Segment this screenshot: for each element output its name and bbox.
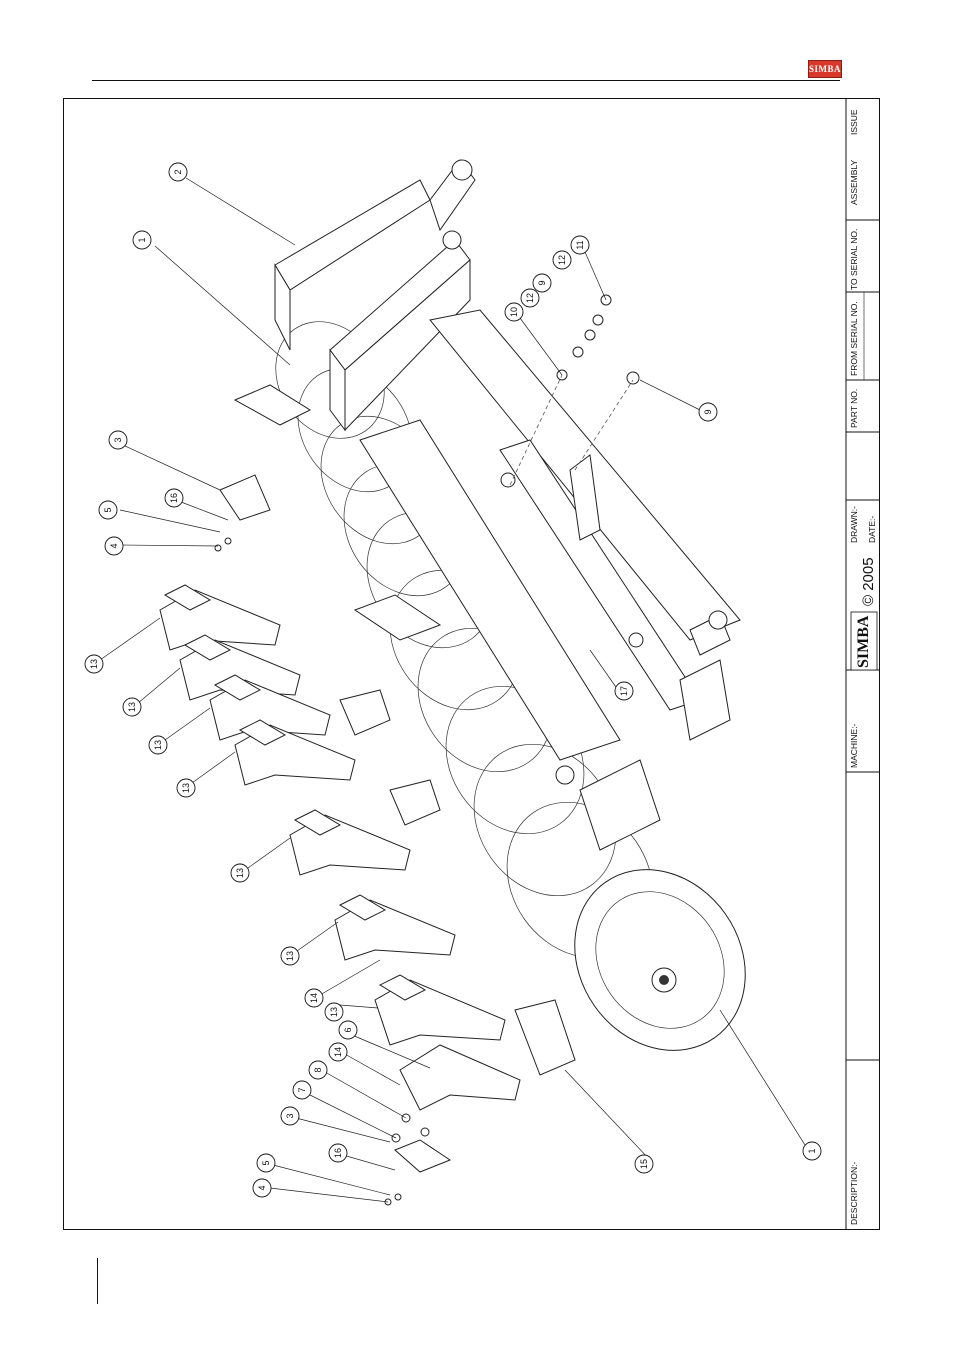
drawn-label: DRAWN:- — [849, 506, 859, 543]
machine-label: MACHINE:- — [849, 723, 859, 768]
callout-number: 4 — [109, 543, 119, 548]
callout-number: 8 — [313, 1067, 323, 1072]
leg-assembly — [160, 585, 280, 650]
header-rule — [92, 80, 840, 81]
assembly-label: ASSEMBLY — [849, 159, 859, 205]
callout-number: 16 — [333, 1148, 343, 1158]
part-no-label: PART NO. — [849, 389, 859, 428]
callout-number: 1 — [807, 1148, 817, 1153]
callout-number: 12 — [525, 293, 535, 303]
callout-number: 12 — [557, 255, 567, 265]
logo-text: SIMBA — [809, 64, 841, 74]
issue-label: ISSUE — [849, 109, 859, 135]
callout-number: 13 — [153, 740, 163, 750]
leg-assembly — [335, 895, 455, 960]
callout-number: 4 — [257, 1185, 267, 1190]
callout-number: 9 — [537, 280, 547, 285]
to-serial-label: TO SERIAL NO. — [849, 229, 859, 290]
callout-number: 14 — [309, 993, 319, 1003]
end-disc — [540, 836, 780, 1083]
callout-number: 13 — [285, 951, 295, 961]
callout-number: 13 — [235, 868, 245, 878]
title-block-logo: SIMBA — [855, 615, 872, 668]
callout-number: 3 — [285, 1113, 295, 1118]
callout-number: 15 — [639, 1159, 649, 1169]
tine-legs — [160, 385, 575, 1172]
callout-number: 14 — [333, 1047, 343, 1057]
description-label: DESCRIPTION:- — [849, 1162, 859, 1225]
title-block: ISSUE ASSEMBLY TO SERIAL NO. FROM SERIAL… — [846, 99, 879, 1229]
callout-number: 9 — [703, 409, 713, 414]
callout-number: 6 — [343, 1027, 353, 1032]
simba-logo: SIMBA — [808, 60, 842, 78]
leg-assembly — [290, 810, 410, 875]
callout-number: 5 — [261, 1160, 271, 1165]
callout-number: 13 — [89, 659, 99, 669]
callout-number: 7 — [297, 1087, 307, 1092]
callout-number: 10 — [509, 307, 519, 317]
callout-number: 17 — [619, 686, 629, 696]
callout-number: 5 — [103, 507, 113, 512]
footer-rule — [97, 1258, 98, 1304]
callout-number: 13 — [127, 702, 137, 712]
callout-number: 2 — [173, 169, 183, 174]
exploded-parts-diagram: ISSUE ASSEMBLY TO SERIAL NO. FROM SERIAL… — [64, 99, 879, 1229]
end-leg-assembly — [395, 1045, 520, 1172]
callout-number: 3 — [113, 437, 123, 442]
copyright-text: © 2005 — [860, 557, 877, 606]
leg-assembly — [375, 975, 505, 1045]
callout-number: 1 — [137, 237, 147, 242]
callout-number: 13 — [329, 1007, 339, 1017]
date-label: DATE:- — [867, 516, 877, 543]
callout-number: 13 — [181, 783, 191, 793]
callout-number: 16 — [169, 493, 179, 503]
callout-number: 11 — [575, 240, 585, 249]
from-serial-label: FROM SERIAL NO. — [849, 301, 859, 376]
